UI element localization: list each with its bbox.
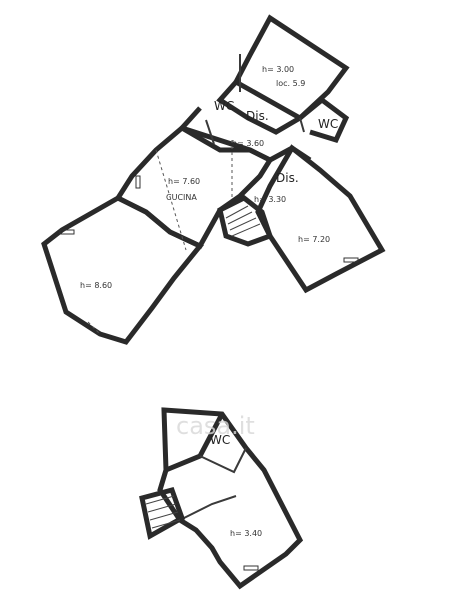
right-room-walls xyxy=(255,144,386,294)
label-h-dis: h= 3.30 xyxy=(254,195,286,204)
label-h-mid1: h= 3.60 xyxy=(232,139,264,148)
label-wc-lower: WC xyxy=(210,433,230,447)
stair-steps xyxy=(225,205,261,237)
stair-block-walls xyxy=(217,195,274,247)
window-mark xyxy=(59,229,75,235)
upper-floor-plan xyxy=(41,14,386,345)
lower-room-walls xyxy=(157,407,304,590)
label-h-top: h= 3.00 xyxy=(262,65,294,74)
lower-stair-walls xyxy=(139,486,186,540)
label-h-top-sub: loc. 5.9 xyxy=(276,79,305,88)
wc-right-walls xyxy=(298,96,350,144)
lower-floor-plan xyxy=(139,407,304,590)
lower-partition xyxy=(199,447,247,474)
label-h-lower: h= 3.40 xyxy=(230,529,262,538)
window-mark xyxy=(243,565,259,571)
label-h-cucina: h= 7.60 xyxy=(168,177,200,186)
label-h-left: h= 8.60 xyxy=(80,281,112,290)
partition-line xyxy=(205,119,215,145)
lower-partition-2 xyxy=(179,495,237,521)
dashed-line xyxy=(87,321,101,335)
window-mark xyxy=(343,257,359,263)
label-dis-top: Dis. xyxy=(246,109,269,123)
label-h-right: h= 7.20 xyxy=(298,235,330,244)
left-room-walls xyxy=(41,195,204,345)
window-mark xyxy=(135,175,141,189)
label-cucina: CUCINA xyxy=(166,193,197,202)
wc-top-walls xyxy=(216,80,302,135)
label-wc-right: WC xyxy=(318,117,338,131)
label-dis-mid: Dis. xyxy=(276,171,299,185)
lower-stair-steps xyxy=(145,495,181,529)
label-wc-top: WC xyxy=(214,99,234,113)
partition-line xyxy=(299,117,305,133)
watermark-text: casa.it xyxy=(176,412,255,440)
